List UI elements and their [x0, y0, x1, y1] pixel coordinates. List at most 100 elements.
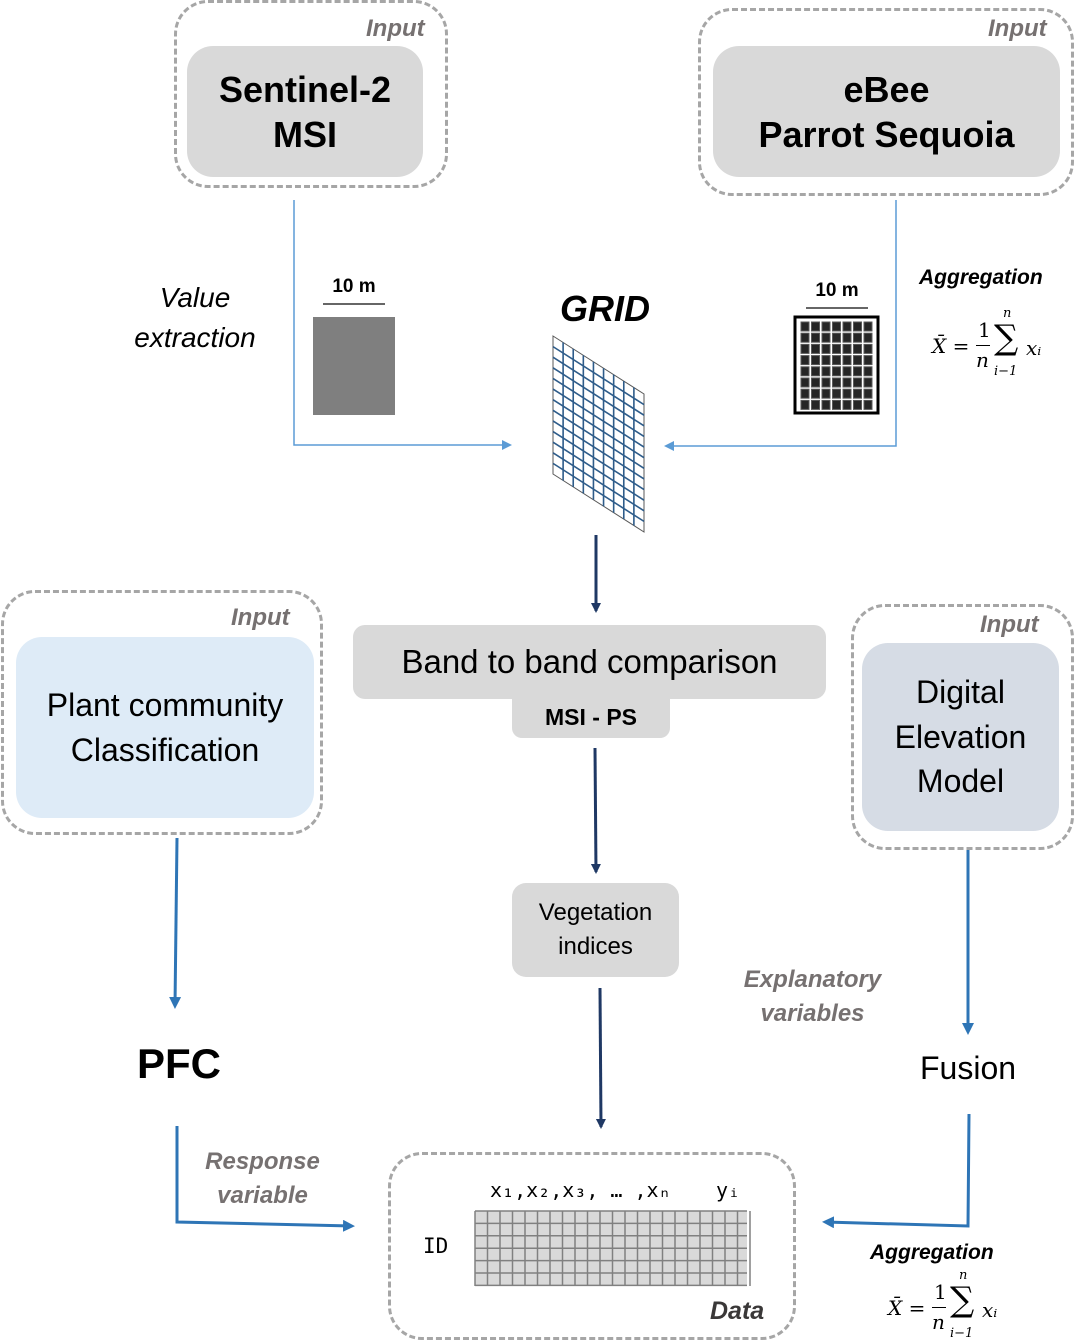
arrow-plant-to-pfc	[169, 837, 182, 1009]
ebee-cell	[842, 332, 852, 343]
ebee-cell	[811, 388, 820, 399]
ebee-cell	[853, 377, 862, 388]
columns-label: x₁,x₂,x₃, … ,xₙ	[490, 1178, 671, 1202]
plant-input-frame	[1, 590, 323, 835]
ebee-cell	[800, 321, 810, 332]
grid-line	[552, 441, 645, 501]
ebee-cell	[811, 355, 820, 366]
arrow-band-to-vegetation	[590, 747, 601, 874]
grid-line	[552, 430, 645, 491]
ebee-cell	[842, 355, 852, 366]
scale-label-left: 10 m	[332, 276, 376, 297]
grid-line	[552, 409, 645, 469]
ebee-parrot-sequoia-box[interactable]: eBee Parrot Sequoia	[713, 46, 1060, 177]
ebee-line1: eBee	[843, 68, 930, 110]
sentinel-2-msi-box[interactable]: Sentinel-2 MSI	[187, 46, 423, 177]
ebee-cell	[821, 321, 831, 332]
ebee-cell	[800, 399, 810, 410]
ebee-cell	[863, 332, 873, 343]
msi-ps-tab: MSI - PS	[512, 697, 670, 738]
sentinel-line2: MSI	[272, 113, 337, 155]
ebee-cell	[800, 388, 810, 399]
grid-line	[552, 356, 645, 416]
arrow-ebee-to-grid	[664, 200, 897, 451]
grid-line	[552, 377, 645, 438]
ebee-cell	[853, 332, 862, 343]
ebee-cell	[800, 366, 810, 377]
ebee-cell	[800, 343, 810, 354]
sentinel-line1: Sentinel-2	[218, 68, 392, 110]
ebee-cell	[821, 388, 831, 399]
pfc-label: PFC	[137, 1040, 221, 1087]
ebee-cell	[863, 321, 873, 332]
ebee-cell	[832, 343, 841, 354]
data-tag: Data	[710, 1297, 765, 1325]
ebee-cell	[832, 399, 841, 410]
grid-line	[552, 367, 645, 427]
fusion-label: Fusion	[920, 1050, 1017, 1086]
grid-line	[552, 452, 645, 512]
ebee-cell	[821, 343, 831, 354]
ebee-cell	[821, 377, 831, 388]
ebee-cell	[832, 377, 841, 388]
ebee-cell	[842, 321, 852, 332]
explanatory-variables-label: Explanatory variables	[743, 966, 882, 1027]
ebee-cell	[832, 355, 841, 366]
ebee-cell	[811, 343, 820, 354]
input-tag: Input	[980, 611, 1039, 638]
input-tag: Input	[366, 15, 425, 42]
ebee-cell	[832, 366, 841, 377]
ebee-cell	[853, 366, 862, 377]
aggregation-label-top: Aggregation	[919, 266, 1043, 289]
ebee-cell	[811, 399, 820, 410]
ebee-cell	[853, 388, 862, 399]
grid-line	[552, 399, 645, 459]
aggregation-label-bottom: Aggregation	[870, 1241, 994, 1264]
data-table	[474, 1210, 751, 1287]
arrow-pfc-to-data	[175, 1126, 355, 1232]
y-label: yᵢ	[716, 1178, 741, 1202]
ebee-cell	[811, 321, 820, 332]
ebee-cell	[832, 332, 841, 343]
input-tag: Input	[988, 15, 1047, 42]
grid-icon	[552, 335, 645, 533]
id-label: ID	[423, 1234, 449, 1258]
ebee-input-frame	[698, 8, 1074, 196]
aggregation-formula-top: X̄ = 1 n n ∑ i−1 xᵢ	[932, 306, 1042, 379]
sentinel-input-frame	[174, 0, 448, 188]
response-variable-label: Response variable	[205, 1148, 320, 1209]
ebee-cell	[863, 377, 873, 388]
aggregation-formula-bottom: X̄ = 1 n n ∑ i−1 xᵢ	[888, 1268, 998, 1341]
ebee-cell	[853, 399, 862, 410]
arrow-fusion-to-data	[822, 1113, 971, 1229]
ebee-cell	[853, 321, 862, 332]
arrow-sentinel-to-grid	[293, 200, 512, 450]
ebee-cell	[842, 343, 852, 354]
ebee-cell	[863, 343, 873, 354]
ebee-cell	[863, 399, 873, 410]
ebee-cell	[821, 399, 831, 410]
ebee-cell	[853, 355, 862, 366]
ebee-cell	[863, 355, 873, 366]
ebee-cell	[863, 366, 873, 377]
digital-elevation-model-box[interactable]: Digital Elevation Model	[862, 643, 1059, 831]
data-frame	[388, 1152, 796, 1340]
ebee-cell	[811, 366, 820, 377]
ebee-cell	[832, 388, 841, 399]
value-extraction-label: Value extraction	[134, 282, 256, 353]
ebee-cell	[821, 355, 831, 366]
ebee-cell	[800, 355, 810, 366]
vegetation-indices-box[interactable]: Vegetation indices	[512, 883, 679, 977]
arrow-vegetation-to-data	[595, 987, 606, 1129]
plant-community-classification-box[interactable]: Plant community Classification	[16, 637, 314, 818]
ebee-cell	[821, 366, 831, 377]
ebee-cell	[811, 332, 820, 343]
grid-line	[552, 420, 645, 480]
sentinel-pixel	[313, 317, 395, 415]
grid-line	[552, 345, 645, 406]
ebee-cell	[842, 377, 852, 388]
band-comparison-box[interactable]: Band to band comparison	[353, 625, 826, 699]
scale-label-right: 10 m	[815, 280, 859, 301]
ebee-cell	[853, 343, 862, 354]
